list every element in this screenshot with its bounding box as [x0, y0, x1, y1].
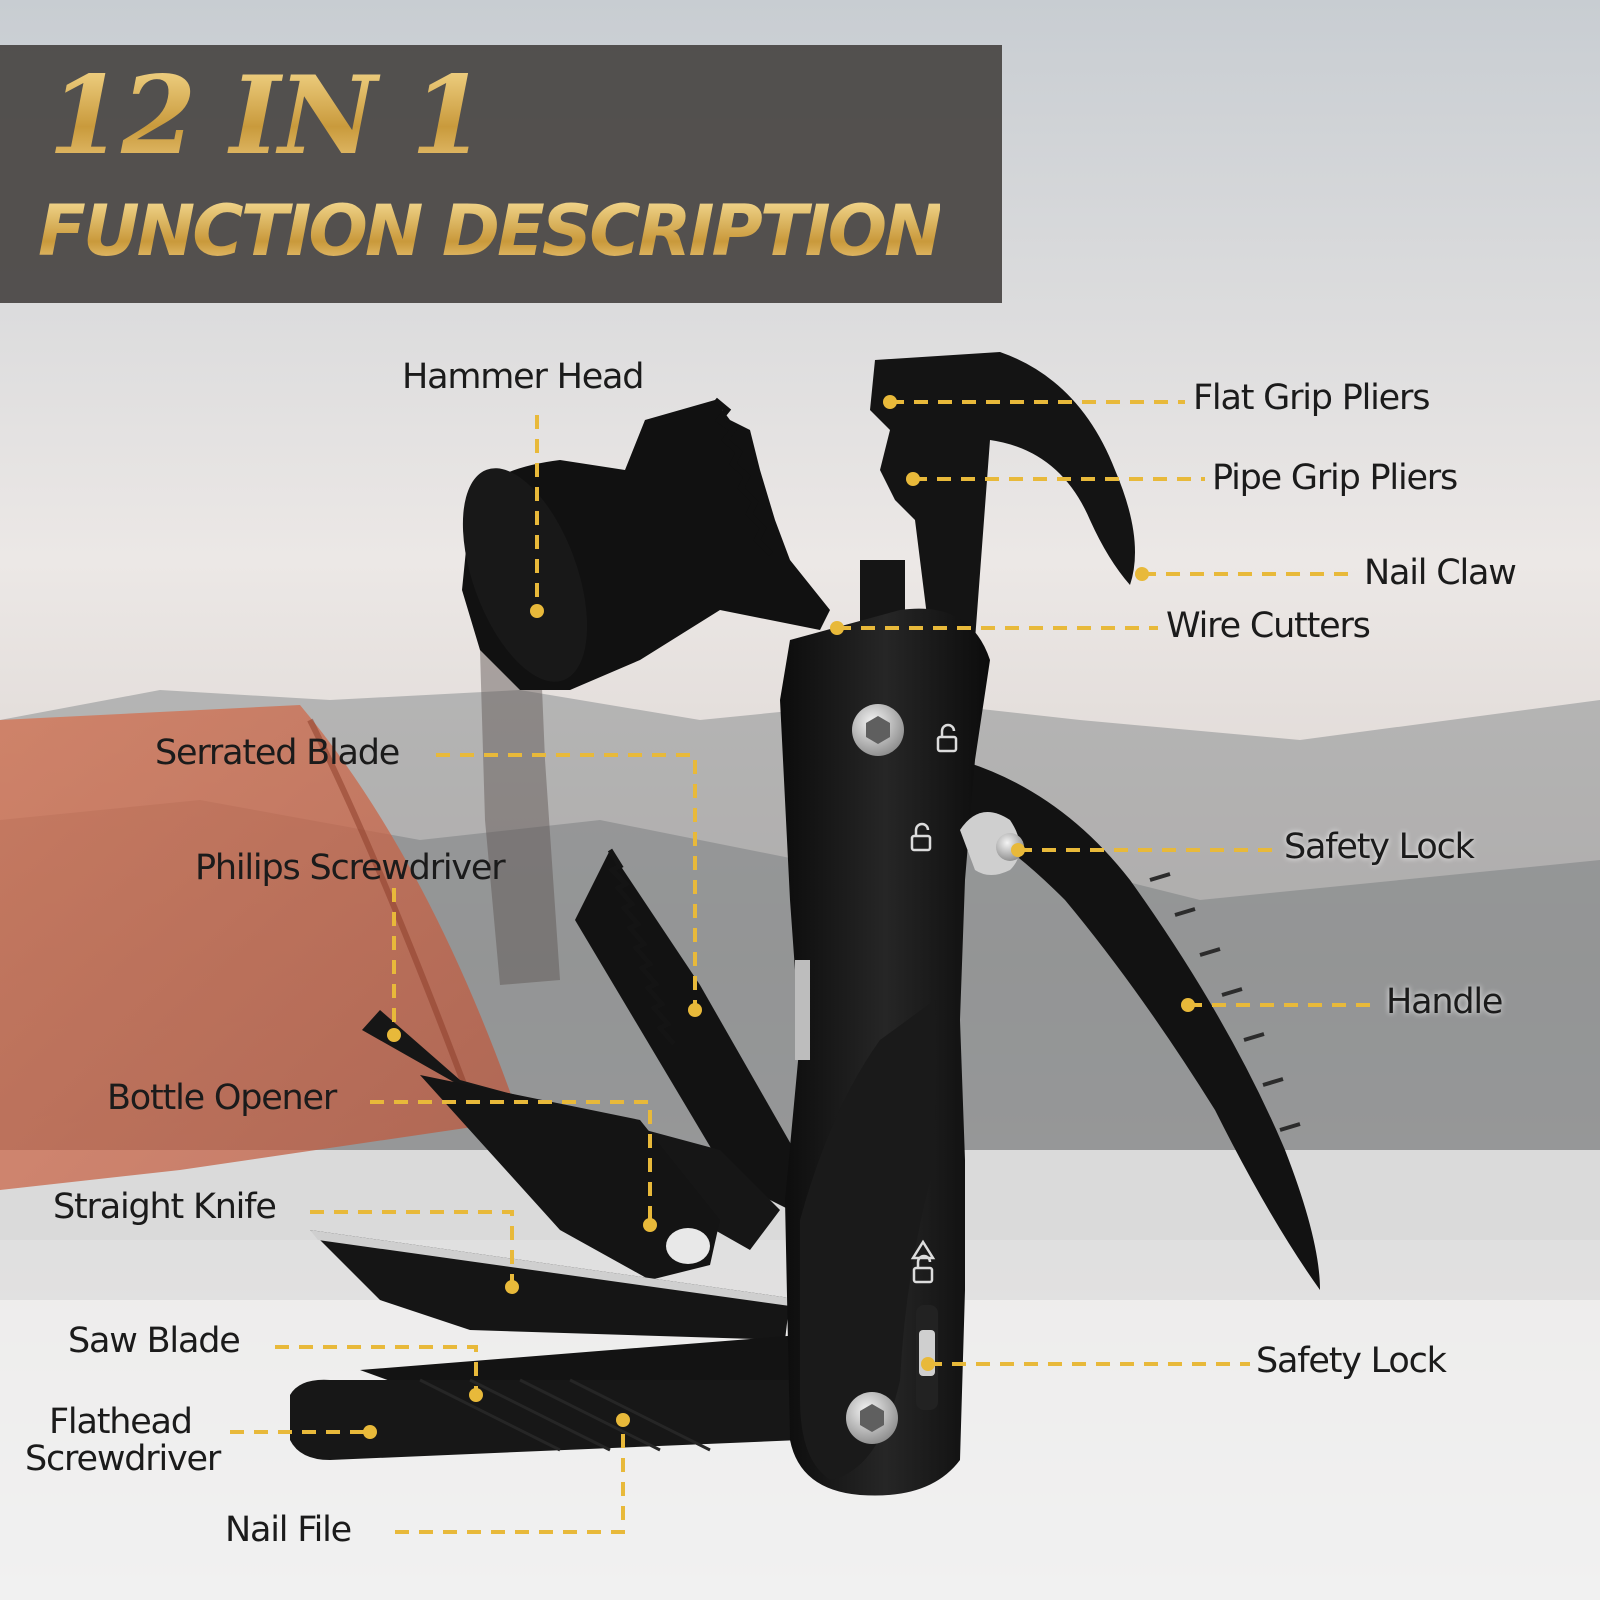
handle-ridges	[1149, 872, 1301, 1132]
title-12-in-1: 12 IN 1	[48, 53, 486, 179]
tent	[0, 705, 520, 1190]
straight-knife	[310, 1230, 790, 1340]
leader-bottle	[370, 1100, 652, 1225]
label-safety-lock-top: Safety Lock	[1284, 827, 1475, 867]
label-nail-claw: Nail Claw	[1364, 553, 1517, 593]
label-saw-blade: Saw Blade	[68, 1321, 241, 1361]
hammer-face	[462, 468, 588, 682]
serrated-edge	[713, 397, 774, 557]
label-bottle-opener: Bottle Opener	[107, 1078, 337, 1118]
leader-knife	[310, 1210, 514, 1287]
leader-nail-file	[395, 1420, 625, 1534]
title-function-description: FUNCTION DESCRIPTION	[38, 190, 943, 272]
title-banner	[0, 45, 1002, 303]
label-straight-knife: Straight Knife	[53, 1187, 277, 1227]
label-philips-screwdriver: Philips Screwdriver	[195, 848, 506, 888]
leader-saw	[275, 1345, 478, 1395]
plier-jaws	[870, 352, 1135, 640]
lock-icon	[936, 723, 958, 753]
multitool	[290, 352, 1320, 1496]
label-wire-cutters: Wire Cutters	[1166, 606, 1371, 646]
serrated-blade	[575, 850, 800, 1210]
knife-edge	[310, 1230, 790, 1306]
label-nail-file: Nail File	[225, 1510, 352, 1550]
body-grip	[800, 1000, 937, 1480]
nail-file-texture	[419, 1378, 711, 1452]
bottle-opener-hole	[666, 1228, 710, 1264]
leader-lines	[230, 400, 1380, 1534]
leader-dots	[363, 395, 1195, 1439]
person-silhouette	[480, 640, 560, 985]
label-handle: Handle	[1386, 982, 1503, 1022]
bolt-top-hex	[866, 716, 890, 744]
handle	[960, 760, 1320, 1290]
label-flathead-line2: Screwdriver	[25, 1439, 221, 1479]
label-safety-lock-bottom: Safety Lock	[1256, 1341, 1447, 1381]
bolt-bottom-hex	[860, 1404, 884, 1432]
label-flathead-line1: Flathead	[49, 1402, 193, 1442]
flathead-screwdriver	[290, 1379, 800, 1460]
lock-slider-icon	[910, 1239, 936, 1284]
unlock-icon	[910, 822, 932, 852]
label-serrated-blade: Serrated Blade	[155, 733, 400, 773]
label-flat-grip-pliers: Flat Grip Pliers	[1193, 378, 1430, 418]
saw-teeth	[607, 848, 676, 1046]
tent-seam	[307, 718, 473, 1102]
body-slot	[795, 960, 810, 1060]
label-hammer-head: Hammer Head	[402, 357, 645, 397]
label-pipe-grip-pliers: Pipe Grip Pliers	[1212, 458, 1458, 498]
